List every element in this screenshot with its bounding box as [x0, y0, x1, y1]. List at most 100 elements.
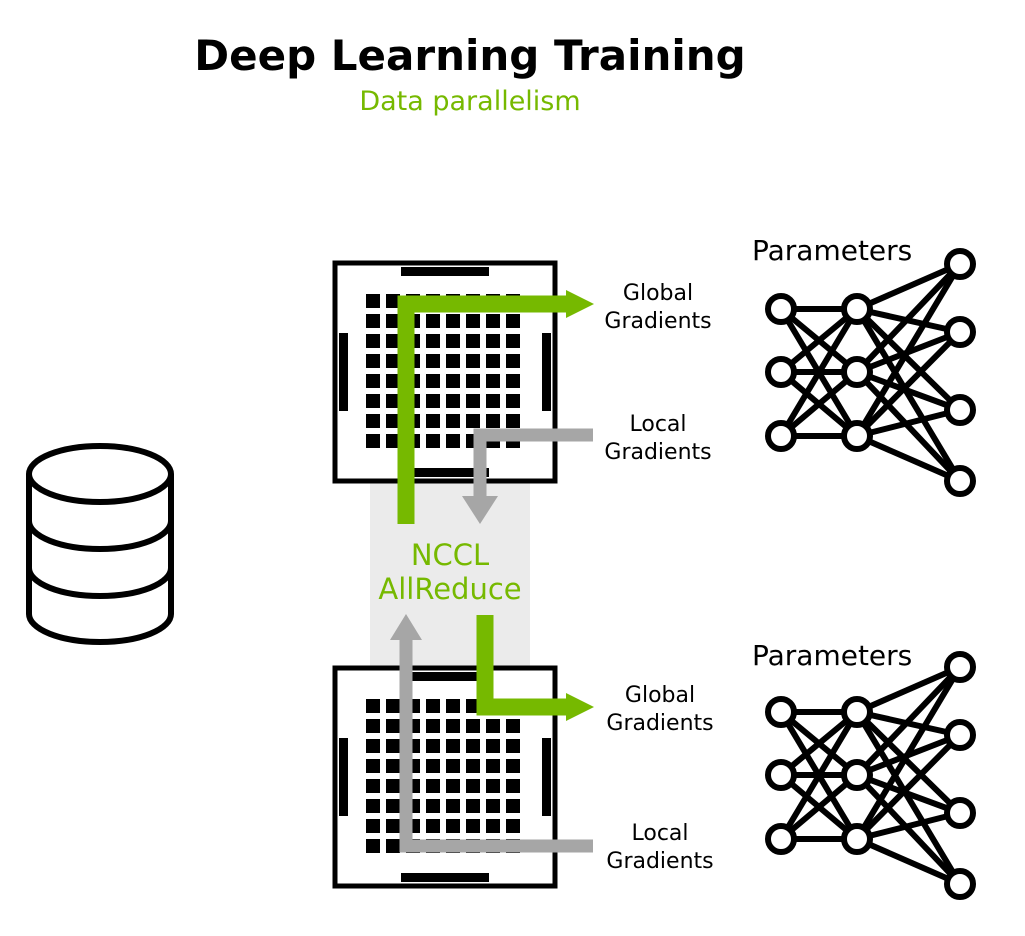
chip-pin — [486, 799, 500, 813]
parameters-label-bottom: Parameters — [752, 639, 912, 672]
network-node — [944, 465, 976, 497]
chip-pin — [506, 799, 520, 813]
network-edge — [779, 306, 859, 375]
chip-pin — [506, 719, 520, 733]
chip-pin — [486, 394, 500, 408]
chip-pin — [366, 819, 380, 833]
network-node — [944, 868, 976, 900]
chip-pin — [366, 414, 380, 428]
chip-pin — [386, 414, 400, 428]
chip-pin — [466, 739, 480, 753]
chip-pin — [386, 699, 400, 713]
chip-pin — [366, 434, 380, 448]
network-edge — [854, 262, 963, 438]
chip-pin — [366, 759, 380, 773]
chip-pin — [466, 799, 480, 813]
chip-pin — [386, 334, 400, 348]
chip-pin — [426, 414, 440, 428]
network-node — [765, 420, 797, 452]
chip-pin — [486, 779, 500, 793]
chip-pin — [486, 314, 500, 328]
chip-pin — [466, 394, 480, 408]
chip-pin — [426, 719, 440, 733]
network-edge — [855, 664, 962, 715]
chip-pin — [446, 434, 460, 448]
network-node — [765, 696, 797, 728]
chip-pin — [366, 739, 380, 753]
network-edge — [854, 772, 963, 887]
chip-pin — [486, 739, 500, 753]
chip-pin — [506, 819, 520, 833]
allreduce-band — [370, 450, 530, 698]
chip-pin — [386, 434, 400, 448]
neural-network-icon-top — [765, 248, 976, 497]
local-gradients-arrowhead-bottom — [390, 614, 422, 640]
chip-pin — [426, 334, 440, 348]
chip-pin — [506, 739, 520, 753]
chip-pin — [446, 354, 460, 368]
chip-pin — [446, 719, 460, 733]
network-edge — [854, 710, 963, 886]
chip-pin — [506, 354, 520, 368]
chip-pin — [386, 759, 400, 773]
network-edge — [854, 665, 963, 841]
network-node — [944, 797, 976, 829]
chip-pin — [366, 374, 380, 388]
network-node — [841, 420, 873, 452]
local-gradients-label-bottom-line2: Gradients — [606, 849, 713, 874]
chip-pin — [486, 759, 500, 773]
network-edge — [778, 710, 860, 841]
chip-pin — [486, 719, 500, 733]
local-gradients-arrow-bottom — [399, 640, 593, 853]
chip-pin — [506, 314, 520, 328]
network-edge — [855, 836, 962, 887]
global-gradients-label-bottom-line1: Global — [625, 683, 695, 708]
local-gradients-label-top-line2: Gradients — [604, 440, 711, 465]
chip-pin — [446, 394, 460, 408]
network-node — [944, 651, 976, 683]
chip-pin — [446, 314, 460, 328]
network-edge — [854, 307, 963, 483]
network-edge — [779, 369, 859, 439]
chip-pin — [466, 759, 480, 773]
network-edge — [779, 709, 859, 778]
network-edge — [855, 772, 962, 816]
chip-pin — [446, 819, 460, 833]
chip-pin — [446, 739, 460, 753]
network-edge — [854, 709, 963, 816]
diagram-subtitle: Data parallelism — [359, 86, 580, 117]
chip-pin — [366, 314, 380, 328]
database-icon — [26, 443, 174, 645]
network-edge — [855, 261, 962, 312]
chip-pin — [366, 294, 380, 308]
network-edge — [854, 664, 963, 778]
chip-pin — [446, 759, 460, 773]
local-gradients-label-bottom-line1: Local — [631, 821, 688, 846]
chip-pin — [386, 719, 400, 733]
network-node — [944, 316, 976, 348]
chip-pin — [366, 719, 380, 733]
chip-pin — [426, 699, 440, 713]
diagram-title: Deep Learning Training — [194, 31, 745, 80]
chip-pin — [366, 799, 380, 813]
network-edge — [779, 772, 859, 842]
network-edge — [854, 732, 963, 842]
chip-pin — [506, 414, 520, 428]
global-gradients-label-bottom-line2: Gradients — [606, 711, 713, 736]
chip-pin — [466, 314, 480, 328]
nccl-label: NCCL — [411, 538, 489, 572]
network-node — [841, 293, 873, 325]
local-gradients-label-top-line1: Local — [629, 412, 686, 437]
allreduce-label: AllReduce — [378, 572, 521, 606]
network-node — [765, 759, 797, 791]
chip-pin — [386, 739, 400, 753]
chip-pin — [426, 799, 440, 813]
chip-pin — [506, 374, 520, 388]
network-edge — [855, 369, 962, 413]
chip-pin — [386, 374, 400, 388]
network-node — [841, 696, 873, 728]
global-gradients-label-top-line1: Global — [623, 281, 693, 306]
chip-pin — [446, 799, 460, 813]
local-gradients-arrowhead-top — [462, 496, 498, 524]
chip-pin — [466, 354, 480, 368]
